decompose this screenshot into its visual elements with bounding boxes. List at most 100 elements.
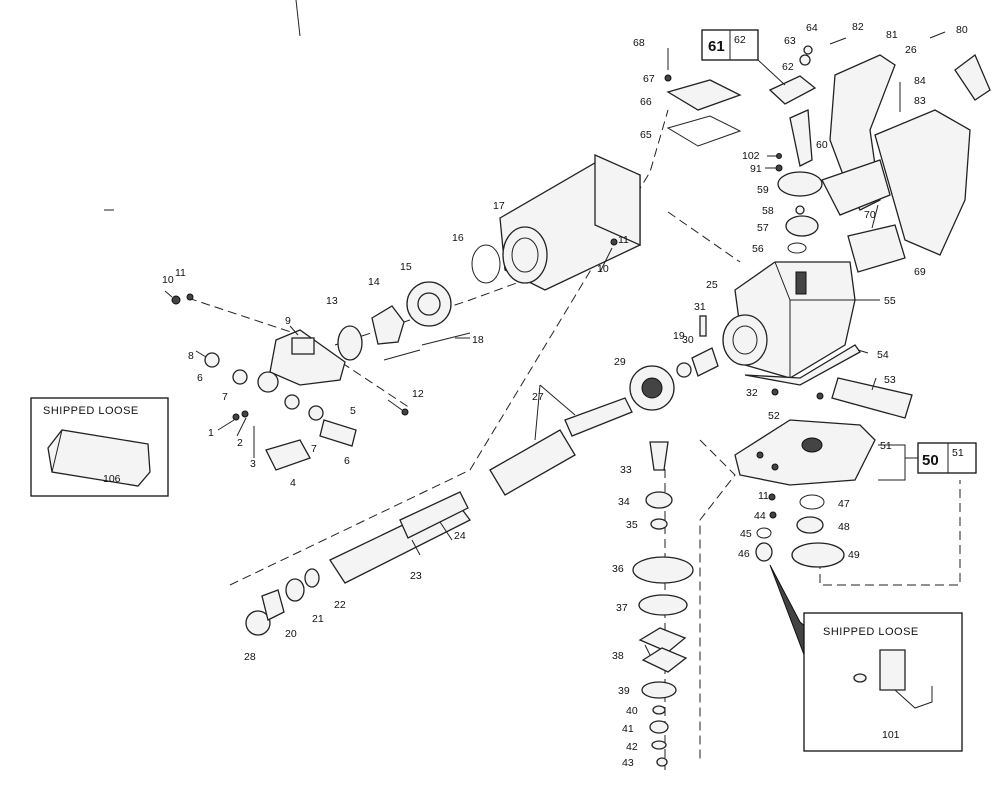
top-cover bbox=[664, 48, 742, 147]
spindle-27b bbox=[564, 397, 633, 437]
pin-31 bbox=[699, 315, 707, 337]
callout-12: 12 bbox=[412, 388, 424, 400]
washer-91 bbox=[775, 164, 783, 172]
callout-63: 63 bbox=[784, 35, 796, 47]
callout-15: 15 bbox=[400, 261, 412, 273]
callout-69: 69 bbox=[914, 266, 926, 278]
callout-14: 14 bbox=[368, 276, 380, 288]
callout-38: 38 bbox=[612, 650, 624, 662]
disc-37 bbox=[638, 594, 688, 616]
nut-11 bbox=[186, 293, 194, 301]
callout-66: 66 bbox=[640, 96, 652, 108]
screw-10 bbox=[171, 295, 181, 305]
ring-42 bbox=[651, 740, 667, 750]
ring-22 bbox=[304, 568, 320, 588]
callout-11b: 11 bbox=[618, 234, 629, 246]
cover-66 bbox=[666, 79, 742, 111]
callout-53: 53 bbox=[884, 374, 896, 386]
gasket-65 bbox=[666, 115, 742, 147]
ring-45 bbox=[756, 527, 772, 539]
callout-37: 37 bbox=[616, 602, 628, 614]
base-parts bbox=[755, 493, 845, 568]
callout-80: 80 bbox=[956, 24, 968, 36]
callout-68: 68 bbox=[633, 37, 645, 49]
ring-28 bbox=[245, 610, 271, 636]
plug-46 bbox=[755, 542, 773, 562]
ring-40 bbox=[652, 705, 666, 715]
washer-6 bbox=[232, 369, 248, 385]
callout-3: 3 bbox=[250, 458, 256, 470]
crank-parts bbox=[768, 45, 823, 254]
leader-lines bbox=[164, 155, 880, 656]
ring-56 bbox=[787, 242, 807, 254]
spring-21 bbox=[285, 578, 305, 602]
callout-39: 39 bbox=[618, 685, 630, 697]
callout-83: 83 bbox=[914, 95, 926, 107]
o-ring-16 bbox=[471, 244, 501, 284]
handle-53 bbox=[831, 377, 913, 419]
callout-17: 17 bbox=[493, 200, 505, 212]
callout-55: 55 bbox=[884, 295, 896, 307]
gear-59 bbox=[777, 171, 823, 197]
spindle-parts bbox=[245, 315, 719, 636]
callout-44: 44 bbox=[754, 510, 766, 522]
spring-2 bbox=[241, 410, 249, 418]
bearing-25 bbox=[722, 314, 768, 366]
callout-labels: 1 2 3 4 5 6 6 7 7 8 9 10 10 11 11 11 12 … bbox=[162, 21, 968, 769]
screw-12 bbox=[401, 408, 409, 416]
callout-35: 35 bbox=[626, 519, 638, 531]
gear-57 bbox=[785, 215, 819, 237]
callout-22: 22 bbox=[334, 599, 346, 611]
screw-44 bbox=[769, 511, 777, 519]
callout-57: 57 bbox=[757, 222, 769, 234]
shipped-loose-title-left: SHIPPED LOOSE bbox=[43, 405, 139, 417]
callout-59: 59 bbox=[757, 184, 769, 196]
callout-18: 18 bbox=[472, 334, 484, 346]
stray-mark bbox=[295, 0, 301, 37]
callout-1: 1 bbox=[208, 427, 214, 439]
callout-64: 64 bbox=[806, 22, 818, 34]
kit-box-61: 61 62 bbox=[701, 29, 786, 86]
plug-52 bbox=[816, 392, 824, 400]
ring-35 bbox=[650, 518, 668, 530]
callout-6a: 6 bbox=[197, 372, 203, 384]
washer-63 bbox=[799, 54, 811, 66]
callout-11a: 11 bbox=[175, 267, 186, 279]
callout-11c: 11 bbox=[758, 490, 769, 502]
part-number-101: 101 bbox=[882, 729, 900, 741]
shipped-loose-box-left: SHIPPED LOOSE 106 bbox=[30, 397, 169, 497]
bearing-34 bbox=[645, 491, 673, 509]
callout-24: 24 bbox=[454, 530, 466, 542]
callout-56: 56 bbox=[752, 243, 764, 255]
callout-9: 9 bbox=[285, 315, 291, 327]
callout-30: 30 bbox=[682, 334, 694, 346]
bearing-41 bbox=[649, 720, 669, 734]
callout-51: 51 bbox=[880, 440, 892, 452]
callout-16: 16 bbox=[452, 232, 464, 244]
callout-34: 34 bbox=[618, 496, 630, 508]
callout-52: 52 bbox=[768, 410, 780, 422]
bracket-26 bbox=[874, 109, 971, 256]
callout-23: 23 bbox=[410, 570, 422, 582]
washer-7 bbox=[284, 394, 300, 410]
callout-45: 45 bbox=[740, 528, 752, 540]
front-head-parts bbox=[171, 293, 409, 471]
callout-27: 27 bbox=[532, 391, 544, 403]
callout-5: 5 bbox=[350, 405, 356, 417]
key-58 bbox=[795, 205, 805, 215]
nut-64 bbox=[803, 45, 813, 55]
bearing-14 bbox=[371, 305, 405, 345]
callout-81: 81 bbox=[886, 29, 898, 41]
callout-82: 82 bbox=[852, 21, 864, 33]
screw-82 bbox=[829, 37, 847, 45]
callout-67: 67 bbox=[643, 73, 655, 85]
gear-39 bbox=[641, 681, 677, 699]
ring-7 bbox=[257, 371, 279, 393]
kit-50-sub: 51 bbox=[952, 447, 964, 459]
callout-65: 65 bbox=[640, 129, 652, 141]
callout-10b: 10 bbox=[597, 263, 609, 275]
bolt-5 bbox=[319, 419, 357, 447]
clamp-70 bbox=[821, 159, 891, 216]
callout-40: 40 bbox=[626, 705, 638, 717]
ring-47 bbox=[799, 494, 825, 510]
